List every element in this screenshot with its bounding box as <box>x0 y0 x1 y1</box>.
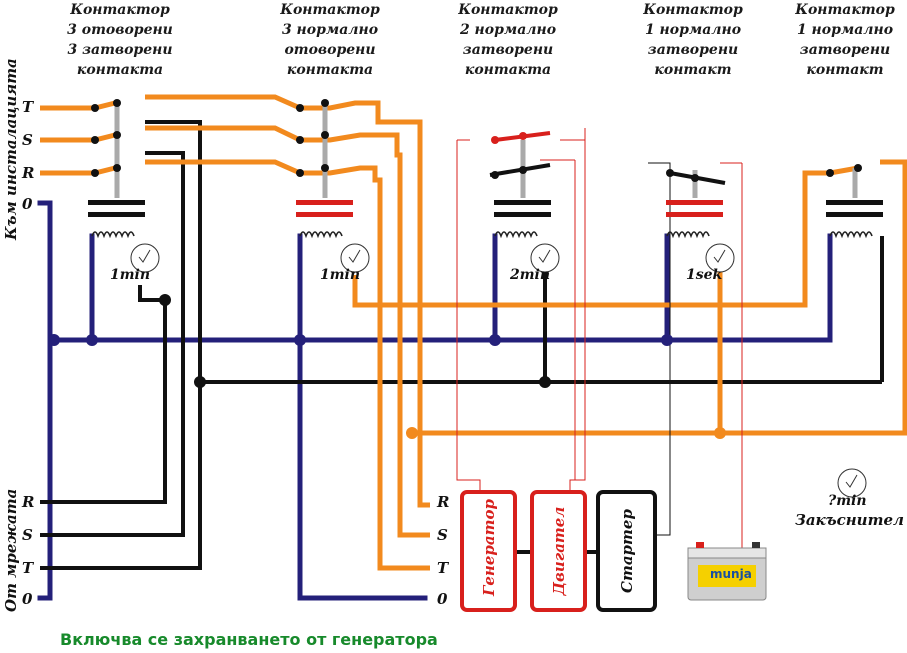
phase-label-T-gen: T <box>437 559 449 577</box>
delay-timer-value: ?min <box>828 493 867 509</box>
phase-label-S-grid: S <box>22 526 33 544</box>
engine-label: Двигател <box>550 506 568 596</box>
contact-dots <box>91 99 862 182</box>
starter-label: Стартер <box>618 509 636 593</box>
phase-label-0-gen: 0 <box>437 590 448 608</box>
timer-circles <box>130 243 867 498</box>
phase-label-R-grid: R <box>22 493 35 511</box>
phase-label-S-top: S <box>22 131 33 149</box>
timer-label-2: 1min <box>320 267 361 283</box>
timer-label-3: 2min <box>510 267 551 283</box>
switch-rods <box>114 103 858 198</box>
generator-box <box>460 490 517 612</box>
to-installation-label: Към инсталацията <box>2 58 20 240</box>
phase-label-T-top: T <box>22 98 34 116</box>
battery-brand: munja <box>710 567 752 581</box>
timer-label-1: 1min <box>110 267 151 283</box>
timer-label-4: 1sek <box>686 267 723 283</box>
from-grid-label: От мрежата <box>2 488 20 612</box>
coil-plates <box>88 200 883 217</box>
phase-label-0-top: 0 <box>22 195 33 213</box>
starter-box <box>596 490 657 612</box>
phase-label-R-gen: R <box>437 493 450 511</box>
engine-box <box>530 490 587 612</box>
coils <box>91 231 873 237</box>
phase-label-T-grid: T <box>22 559 34 577</box>
footer-caption: Включва се захранването от генератора <box>60 630 438 649</box>
red-thin-wires <box>456 128 743 565</box>
junctions <box>48 294 726 439</box>
phase-label-0-grid: 0 <box>22 590 33 608</box>
delay-timer-label: Закъснител <box>795 511 904 529</box>
generator-label: Генератор <box>480 499 498 596</box>
battery-icon <box>687 542 767 601</box>
neutral-wires <box>37 200 833 601</box>
phase-label-R-top: R <box>22 164 35 182</box>
phase-label-S-gen: S <box>437 526 448 544</box>
